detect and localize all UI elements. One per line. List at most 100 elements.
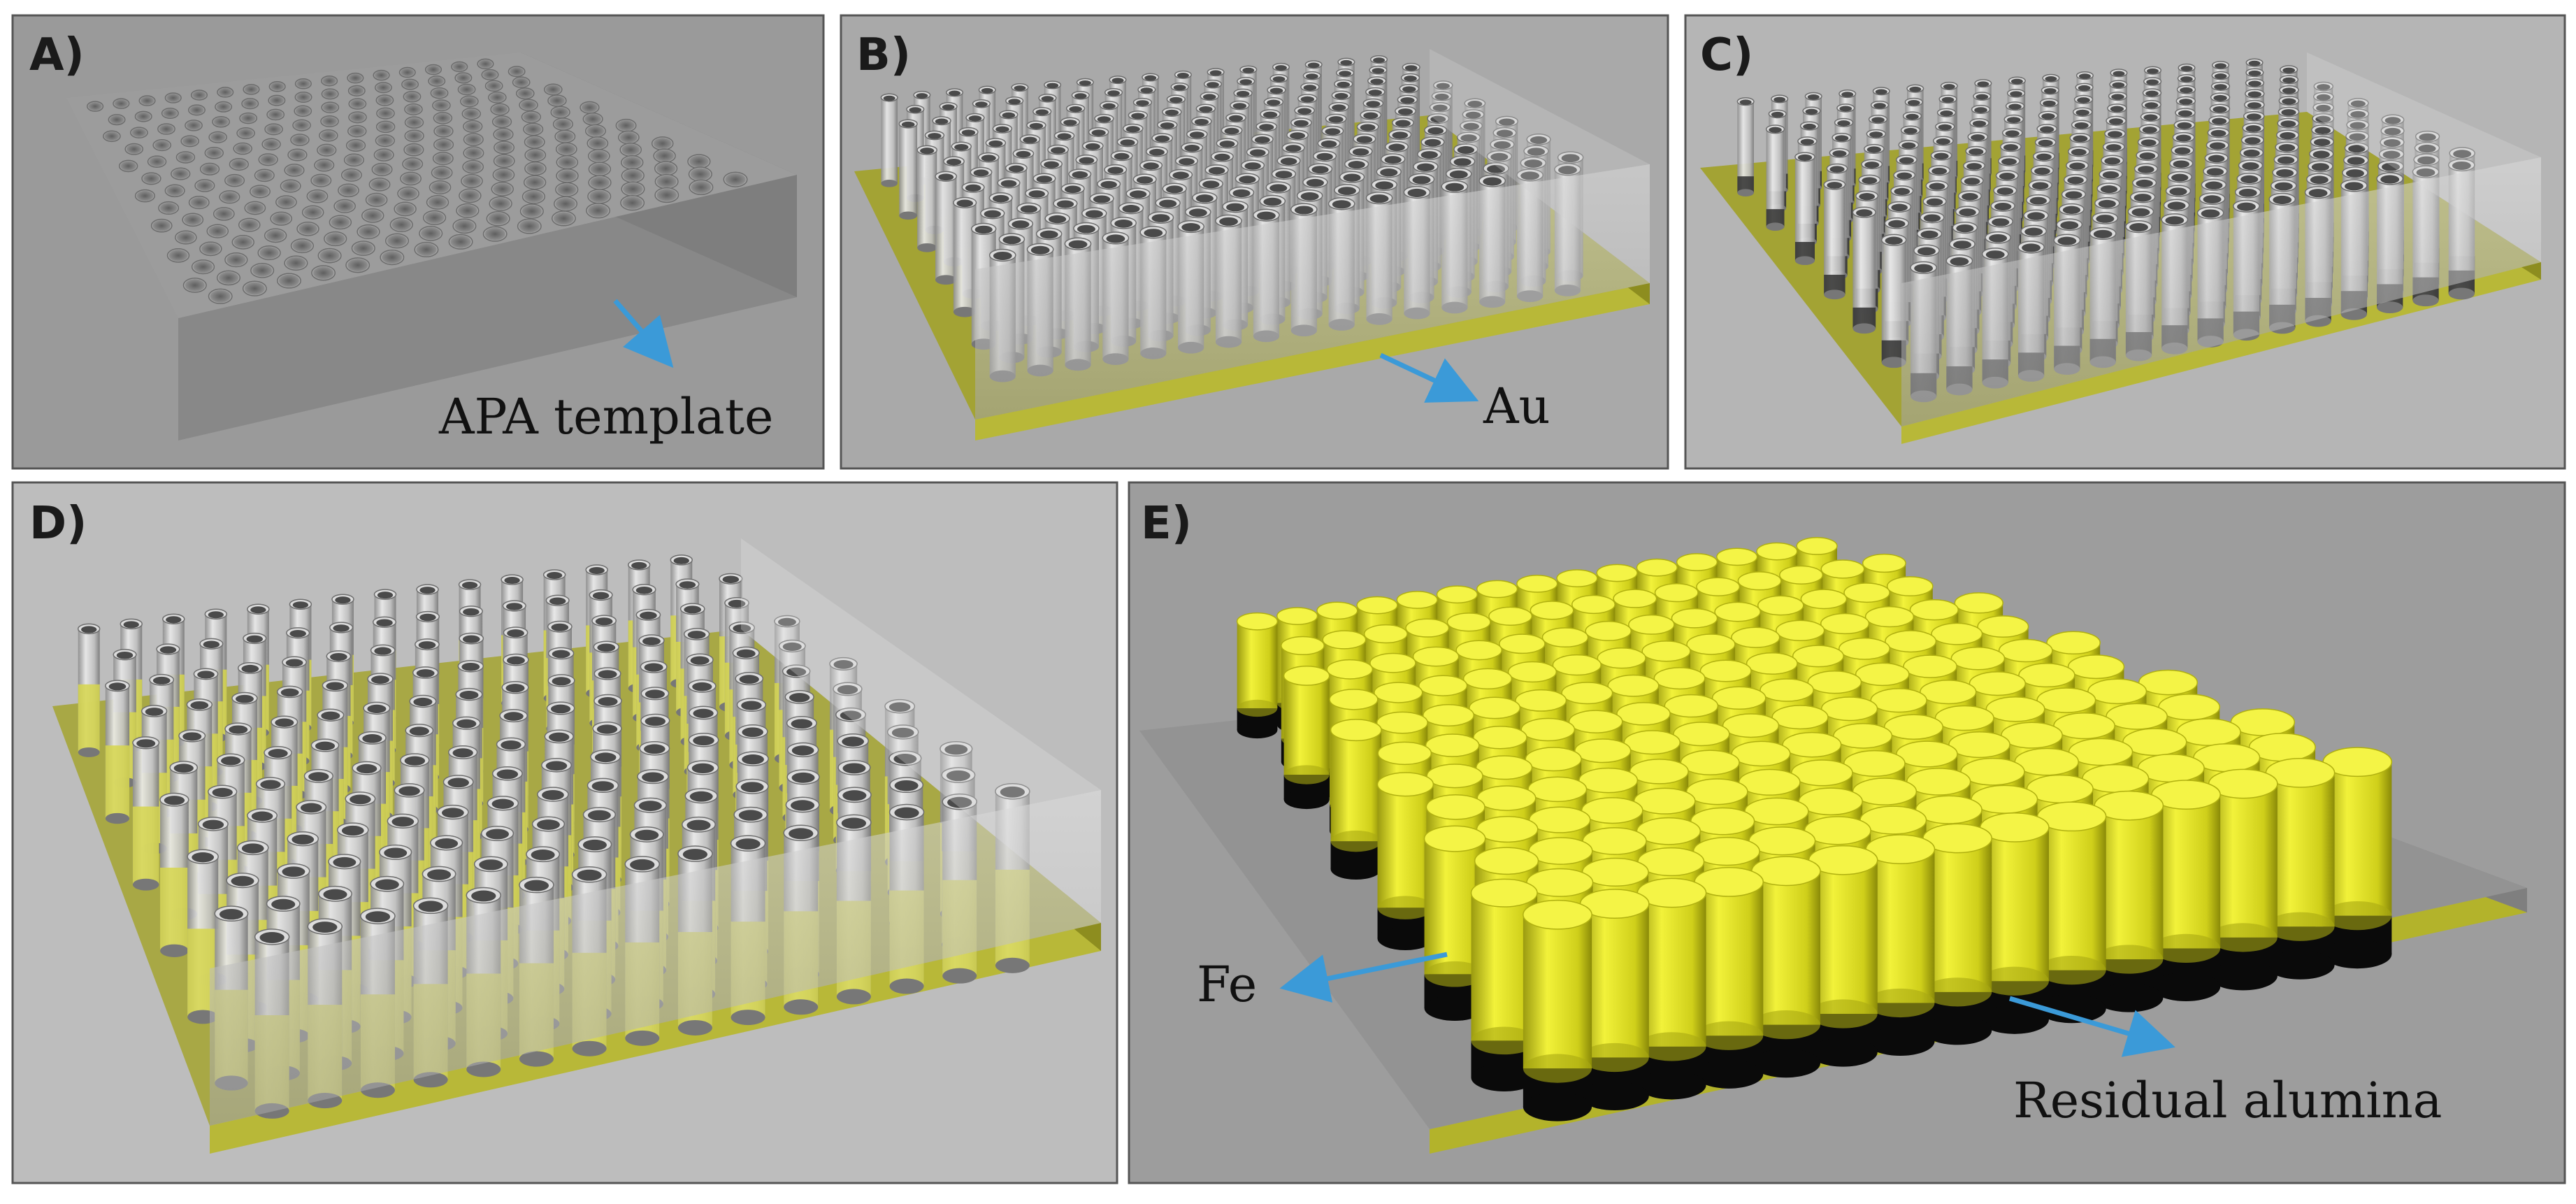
au-arrow [1379, 352, 1479, 403]
tube-opening [1416, 163, 1435, 171]
tube-opening [1463, 122, 1479, 131]
tube-opening [1530, 136, 1548, 144]
tube-opening [1375, 181, 1394, 190]
tube-opening [1904, 127, 1917, 134]
nanowire-body [1237, 621, 1278, 708]
nanowire-top [1527, 776, 1588, 803]
tube-opening [2314, 138, 2331, 146]
tube-opening [1179, 158, 1195, 166]
nanowire-top [1771, 705, 1829, 730]
tube-opening [419, 587, 436, 594]
tube-opening [1056, 200, 1074, 208]
tube-opening [1520, 171, 1539, 180]
tube-opening [1460, 134, 1477, 142]
tube-opening [371, 675, 389, 684]
tube-opening [2315, 127, 2331, 134]
tube-opening [507, 656, 525, 665]
tube-opening [2317, 84, 2331, 90]
tube-opening [596, 724, 618, 734]
pore-hole [433, 124, 454, 138]
tube-opening [459, 691, 479, 700]
tube-opening [2010, 91, 2022, 97]
tube-opening [552, 650, 570, 659]
tube-deposit [132, 806, 159, 885]
tube-opening [1363, 112, 1379, 120]
tube-opening [250, 606, 266, 614]
tube-opening [1427, 127, 1444, 135]
tube-opening [841, 817, 867, 829]
tube-opening [1972, 120, 1987, 127]
tube-opening [2282, 98, 2296, 105]
pore-hole [552, 117, 573, 131]
tube-opening [1155, 135, 1170, 143]
tube-opening [550, 704, 571, 714]
tube-opening [1325, 128, 1341, 136]
tube-opening [2382, 150, 2401, 159]
pore-hole [491, 182, 514, 196]
tube-opening [1929, 182, 1945, 190]
nanowire-junction [1237, 699, 1278, 717]
nanowire-top [1903, 654, 1957, 678]
pore-hole [130, 127, 148, 138]
pore-hole [394, 201, 417, 217]
tube-opening [598, 697, 618, 706]
tube-opening [221, 756, 241, 766]
pore-hole [280, 179, 301, 193]
tube-opening [2282, 67, 2296, 73]
nanowire-top [1756, 542, 1798, 561]
nanowire-top [1855, 662, 1910, 687]
pore-hole [493, 127, 514, 141]
pore-hole [586, 203, 610, 219]
pore-hole [452, 218, 477, 234]
pore-hole [301, 205, 324, 220]
nanowire-top [1711, 686, 1766, 710]
tube-opening [1275, 171, 1293, 179]
tube-opening [362, 733, 382, 743]
tube-opening [471, 890, 496, 902]
tube-opening [974, 225, 993, 234]
tube-opening [1901, 142, 1916, 149]
tube-bottom [132, 878, 159, 891]
tube-opening [2139, 152, 2156, 160]
tube-opening [1977, 81, 1989, 87]
tube-opening [1964, 178, 1980, 185]
nanowire-top [1886, 576, 1934, 596]
nanowire-top [2158, 694, 2221, 721]
tube-opening [2027, 212, 2045, 220]
pore-hole [347, 124, 367, 138]
tube-opening [1999, 173, 2015, 180]
tube-opening [1388, 143, 1405, 152]
tube-bottom [78, 747, 100, 757]
tube-opening [1862, 177, 1878, 185]
nanowire-top [1746, 652, 1798, 675]
tube-opening [1352, 148, 1369, 156]
pore-hole [430, 87, 449, 99]
tube-opening [246, 635, 264, 643]
pore-hole [158, 201, 180, 215]
pore-hole [431, 166, 453, 180]
tube-opening [1803, 123, 1816, 130]
tube-opening [384, 847, 408, 859]
tube-opening [251, 811, 273, 822]
tube-opening [166, 616, 182, 624]
tube-opening [549, 732, 570, 742]
pore-hole [463, 133, 484, 146]
tube-opening [2214, 73, 2227, 80]
pore-hole [543, 83, 563, 96]
tube-opening [1994, 202, 2012, 210]
tube-opening [1008, 99, 1021, 105]
tube-opening [1173, 85, 1186, 91]
tube-opening [1236, 91, 1250, 97]
residual-alumina-annotation: Residual alumina [2013, 1072, 2442, 1129]
tube-opening [1293, 120, 1309, 127]
pore-hole [188, 196, 210, 210]
pore-hole [398, 66, 416, 78]
tube-opening [1337, 187, 1356, 195]
pore-hole [491, 115, 512, 129]
pore-hole [490, 103, 510, 116]
tube-opening [1049, 215, 1067, 224]
pore-hole [621, 181, 645, 197]
tube-opening [944, 744, 968, 755]
tube-opening [164, 796, 185, 805]
tube-opening [1373, 57, 1386, 63]
